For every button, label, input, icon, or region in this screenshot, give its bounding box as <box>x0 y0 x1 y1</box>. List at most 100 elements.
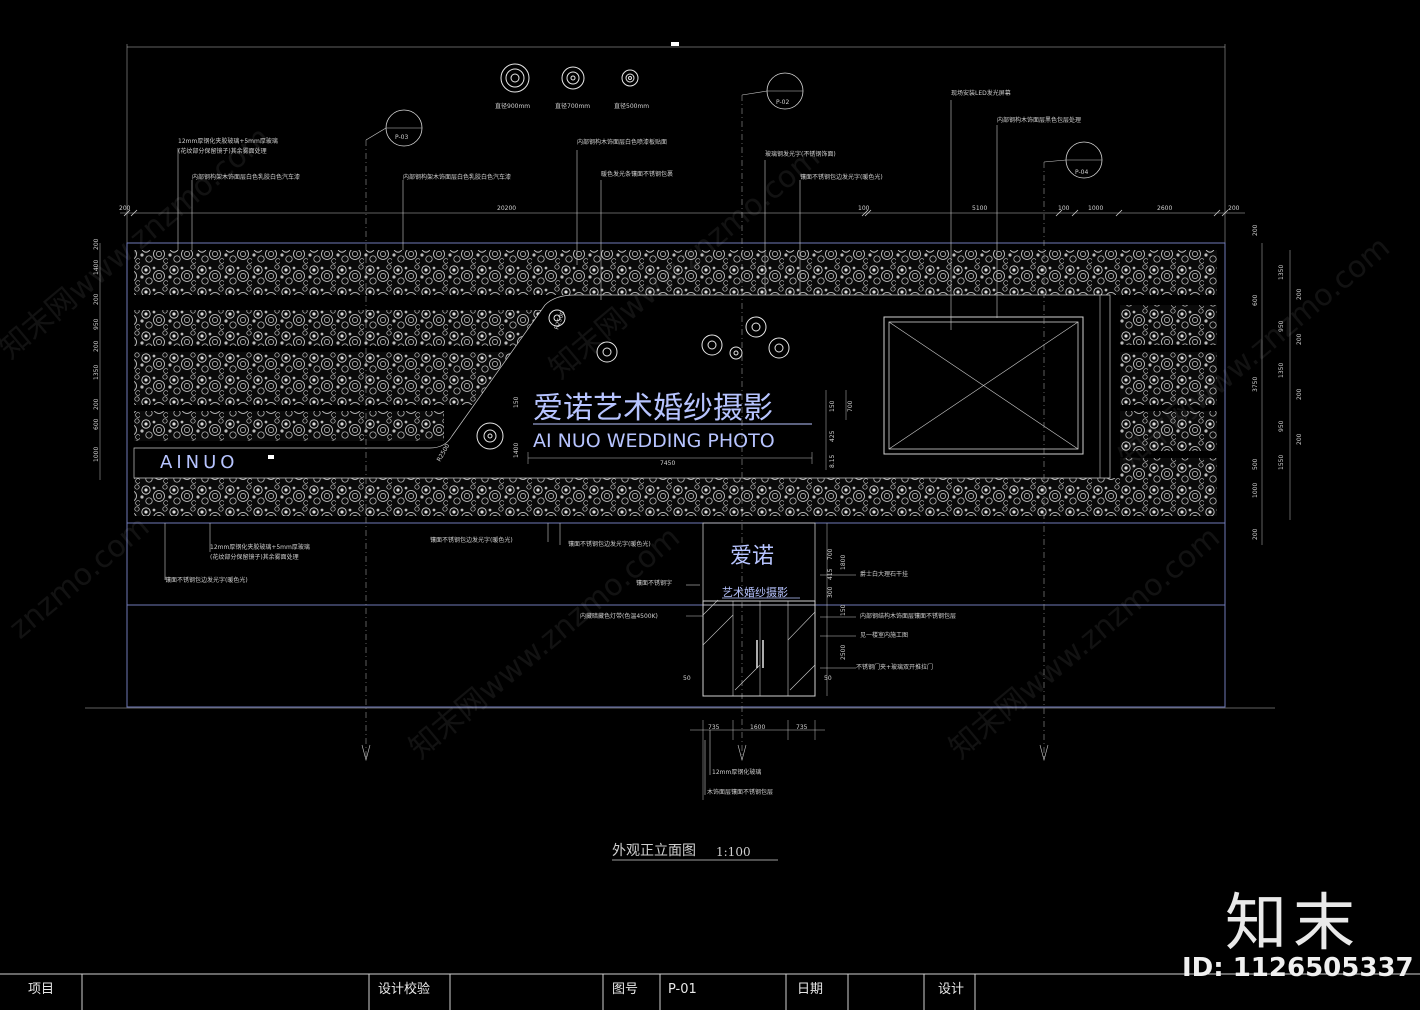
drawing-no: P-01 <box>668 982 697 997</box>
sign-dimensions <box>527 390 847 470</box>
sign-dim-425: 425 <box>829 430 836 442</box>
left-dim-label: 1000 <box>93 447 100 462</box>
led-screen <box>883 316 1084 455</box>
left-dim-label: 200 <box>93 398 100 410</box>
sign-dim-815: 8.15 <box>829 454 836 468</box>
right-dim-outer-label: 200 <box>1252 224 1259 236</box>
section-mark-p04: P-04 <box>1075 169 1088 176</box>
left-dim-label: 1350 <box>93 365 100 380</box>
title-block: 项目 设计校验 图号 P-01 日期 设计 <box>0 974 1420 1006</box>
note-wood: 木饰面层镶面不锈钢包层 <box>707 788 773 796</box>
diagonal-sign-band <box>133 294 1111 479</box>
note-led: 现场安装LED发光屏幕 <box>951 89 1011 97</box>
left-dim-label: 200 <box>93 238 100 250</box>
title-block-frame <box>0 973 1420 1010</box>
watermark-id: ID: 1126505337 <box>1182 953 1414 983</box>
note-fiberglass: 玻璃钢发光字(不锈钢饰面) <box>765 150 836 158</box>
right-dim-outer-label: 1000 <box>1252 483 1259 498</box>
right-dim-inner-label: 200 <box>1296 388 1303 400</box>
note-letters-4: 镶面不锈钢包边发光字(暖色光) <box>568 540 651 548</box>
drawing-caption: 外观正立面图 <box>612 843 696 859</box>
right-dim-inner-label: 200 <box>1296 433 1303 445</box>
note-steel-4: 内部钢结构木饰面层镶面不锈钢包层 <box>860 612 956 620</box>
top-dim-label: 200 <box>1228 205 1240 212</box>
door-side-dim-1: 50 <box>683 675 691 682</box>
top-dim-tick <box>130 209 138 217</box>
flower-legend <box>500 63 639 93</box>
note-steel-3: 内部钢构木饰面层白色喷漆板贴面 <box>577 138 667 146</box>
door-side-dim-8: 2500 <box>840 645 847 660</box>
svg-text:znzmo.com: znzmo.com <box>3 509 157 646</box>
top-dim-label: 1000 <box>1088 205 1103 212</box>
door-side-dim-7: 150 <box>840 604 847 616</box>
project-label: 项目 <box>28 982 55 997</box>
note-lightband: 内藏暗藏色灯带(色温4500K) <box>580 612 658 620</box>
date-label: 日期 <box>797 982 824 997</box>
decorative-flowers <box>476 309 790 450</box>
note-lightstrip: 暖色发光条镶面不锈钢包裹 <box>601 170 673 178</box>
right-dim-inner-label: 950 <box>1278 320 1285 332</box>
right-dim-outer-label: 500 <box>1252 458 1259 470</box>
door-side-dim-5: 415 <box>827 568 834 580</box>
sign-dim-1400: 1400 <box>513 443 520 458</box>
note-letters-2: 镶面不锈钢包边发光字(暖色光) <box>165 576 248 584</box>
top-dim-label: 2600 <box>1157 205 1172 212</box>
top-dim-tick <box>1115 209 1123 217</box>
watermark-logo: 知末 <box>1225 886 1362 959</box>
note-steel-2: 内部钢构架木饰面层白色乳胶白色汽车漆 <box>403 173 511 181</box>
right-dim-inner-label: 1350 <box>1278 265 1285 280</box>
top-dim-label: 100 <box>858 205 870 212</box>
top-dim-tick <box>1221 209 1229 217</box>
facade-lower-band <box>126 604 1226 708</box>
left-dim-label: 950 <box>93 318 100 330</box>
sign-chinese: 爱诺艺术婚纱摄影 <box>533 391 773 426</box>
sign-dim-150: 150 <box>829 400 836 412</box>
leader-lines <box>164 100 998 795</box>
door-side-dim-3: 1800 <box>840 555 847 570</box>
sign-dim-150b: 150 <box>513 396 520 408</box>
top-dim-label: 100 <box>1058 205 1070 212</box>
right-dim-inner-label: 1550 <box>1278 455 1285 470</box>
flower-pattern-panels <box>134 250 1217 516</box>
top-dim-tick <box>861 209 869 217</box>
note-glass-5: 12mm厚钢化玻璃 <box>712 768 761 776</box>
note-glass-2: (花纹部分保留镜子)其余雾面处理 <box>178 147 267 155</box>
design-label: 设计 <box>938 982 965 997</box>
section-mark-p03: P-03 <box>395 134 408 141</box>
check-label: 设计校验 <box>378 982 431 997</box>
top-dim-tick <box>123 209 131 217</box>
top-dim-tick <box>1213 209 1221 217</box>
top-dim-label: 200 <box>119 205 131 212</box>
sign-width-dim: 7450 <box>660 460 675 467</box>
section-markers <box>361 72 1103 762</box>
left-dim-label: 200 <box>93 340 100 352</box>
note-letters-1: 镶面不锈钢包边发光字(暖色光) <box>800 173 883 181</box>
left-dim-label: 600 <box>93 418 100 430</box>
side-logo: AINUO <box>160 452 238 473</box>
top-dim-tick <box>1071 209 1079 217</box>
sign-english: AI NUO WEDDING PHOTO <box>533 430 775 452</box>
sign-dim-700: 700 <box>847 400 854 412</box>
drawing-scale: 1:100 <box>716 845 751 859</box>
note-interior: 见一楼室内施工图 <box>860 631 908 639</box>
note-letters-3: 镶面不锈钢包边发光字(暖色光) <box>430 536 513 544</box>
drawing-no-label: 图号 <box>612 982 639 997</box>
left-dim-label: 200 <box>93 293 100 305</box>
svg-text:知末网www.znzmo.com: 知末网www.znzmo.com <box>403 520 687 766</box>
door-dim-right: 735 <box>796 724 808 731</box>
door-dim-center: 1600 <box>750 724 765 731</box>
door-sign-bottom: 艺术婚纱摄影 <box>722 585 788 599</box>
right-dim-outer-label: 600 <box>1252 294 1259 306</box>
legend-label-900: 直径900mm <box>495 102 530 110</box>
note-glass-3: 12mm厚钢化夹胶玻璃+5mm厚玻璃 <box>210 543 310 551</box>
door-side-dim-4: 700 <box>827 548 834 560</box>
door-sign-top: 爱诺 <box>730 544 774 569</box>
note-glass-1: 12mm厚钢化夹胶玻璃+5mm厚玻璃 <box>178 137 278 145</box>
outer-frame <box>126 42 1226 250</box>
right-dim-inner-label: 200 <box>1296 333 1303 345</box>
